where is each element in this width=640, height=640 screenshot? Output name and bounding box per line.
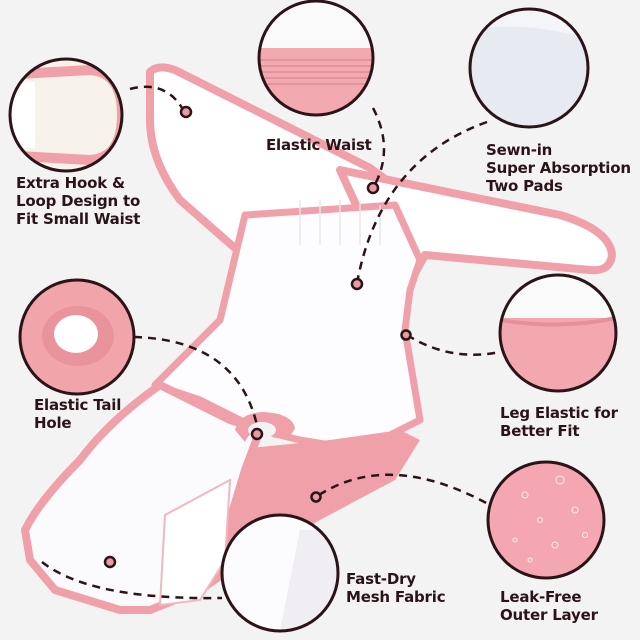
label-mesh-fabric: Fast-Dry Mesh Fabric [346, 570, 446, 606]
label-leg-elastic: Leg Elastic for Better Fit [500, 404, 618, 440]
label-line: Extra Hook & [16, 174, 125, 192]
callout-anchors [103, 105, 412, 569]
label-line: Better Fit [500, 422, 580, 440]
label-outer-layer: Leak-Free Outer Layer [500, 588, 598, 624]
label-absorption-pads: Sewn-in Super Absorption Two Pads [486, 141, 631, 195]
detail-circle-hook-loop [8, 57, 124, 173]
label-line: Super Absorption [486, 159, 631, 177]
label-line: Leak-Free [500, 588, 582, 606]
detail-circle-elastic-waist [257, 0, 375, 117]
detail-circle-tail-hole [18, 278, 136, 396]
label-elastic-waist: Elastic Waist [266, 136, 372, 154]
label-line: Leg Elastic for [500, 404, 618, 422]
label-line: Outer Layer [500, 606, 598, 624]
label-line: Sewn-in [486, 141, 553, 159]
label-line: Elastic Tail [34, 396, 122, 414]
label-line: Mesh Fabric [346, 588, 446, 606]
diaper-product [21, 63, 616, 614]
callout-connectors [41, 85, 501, 600]
label-line: Loop Design to [16, 192, 141, 210]
detail-circle-mesh-fabric [220, 513, 340, 633]
label-hook-loop: Extra Hook & Loop Design to Fit Small Wa… [16, 174, 140, 228]
label-line: Fit Small Waist [16, 210, 141, 228]
label-line: Elastic Waist [266, 136, 372, 154]
label-line: Fast-Dry [346, 570, 416, 588]
label-line: Two Pads [486, 177, 563, 195]
detail-circle-outer-layer [486, 460, 606, 580]
label-tail-hole: Elastic Tail Hole [34, 396, 121, 432]
detail-circle-absorption-pads [468, 7, 590, 129]
detail-circle-leg-elastic [498, 273, 618, 393]
label-line: Hole [34, 414, 72, 432]
